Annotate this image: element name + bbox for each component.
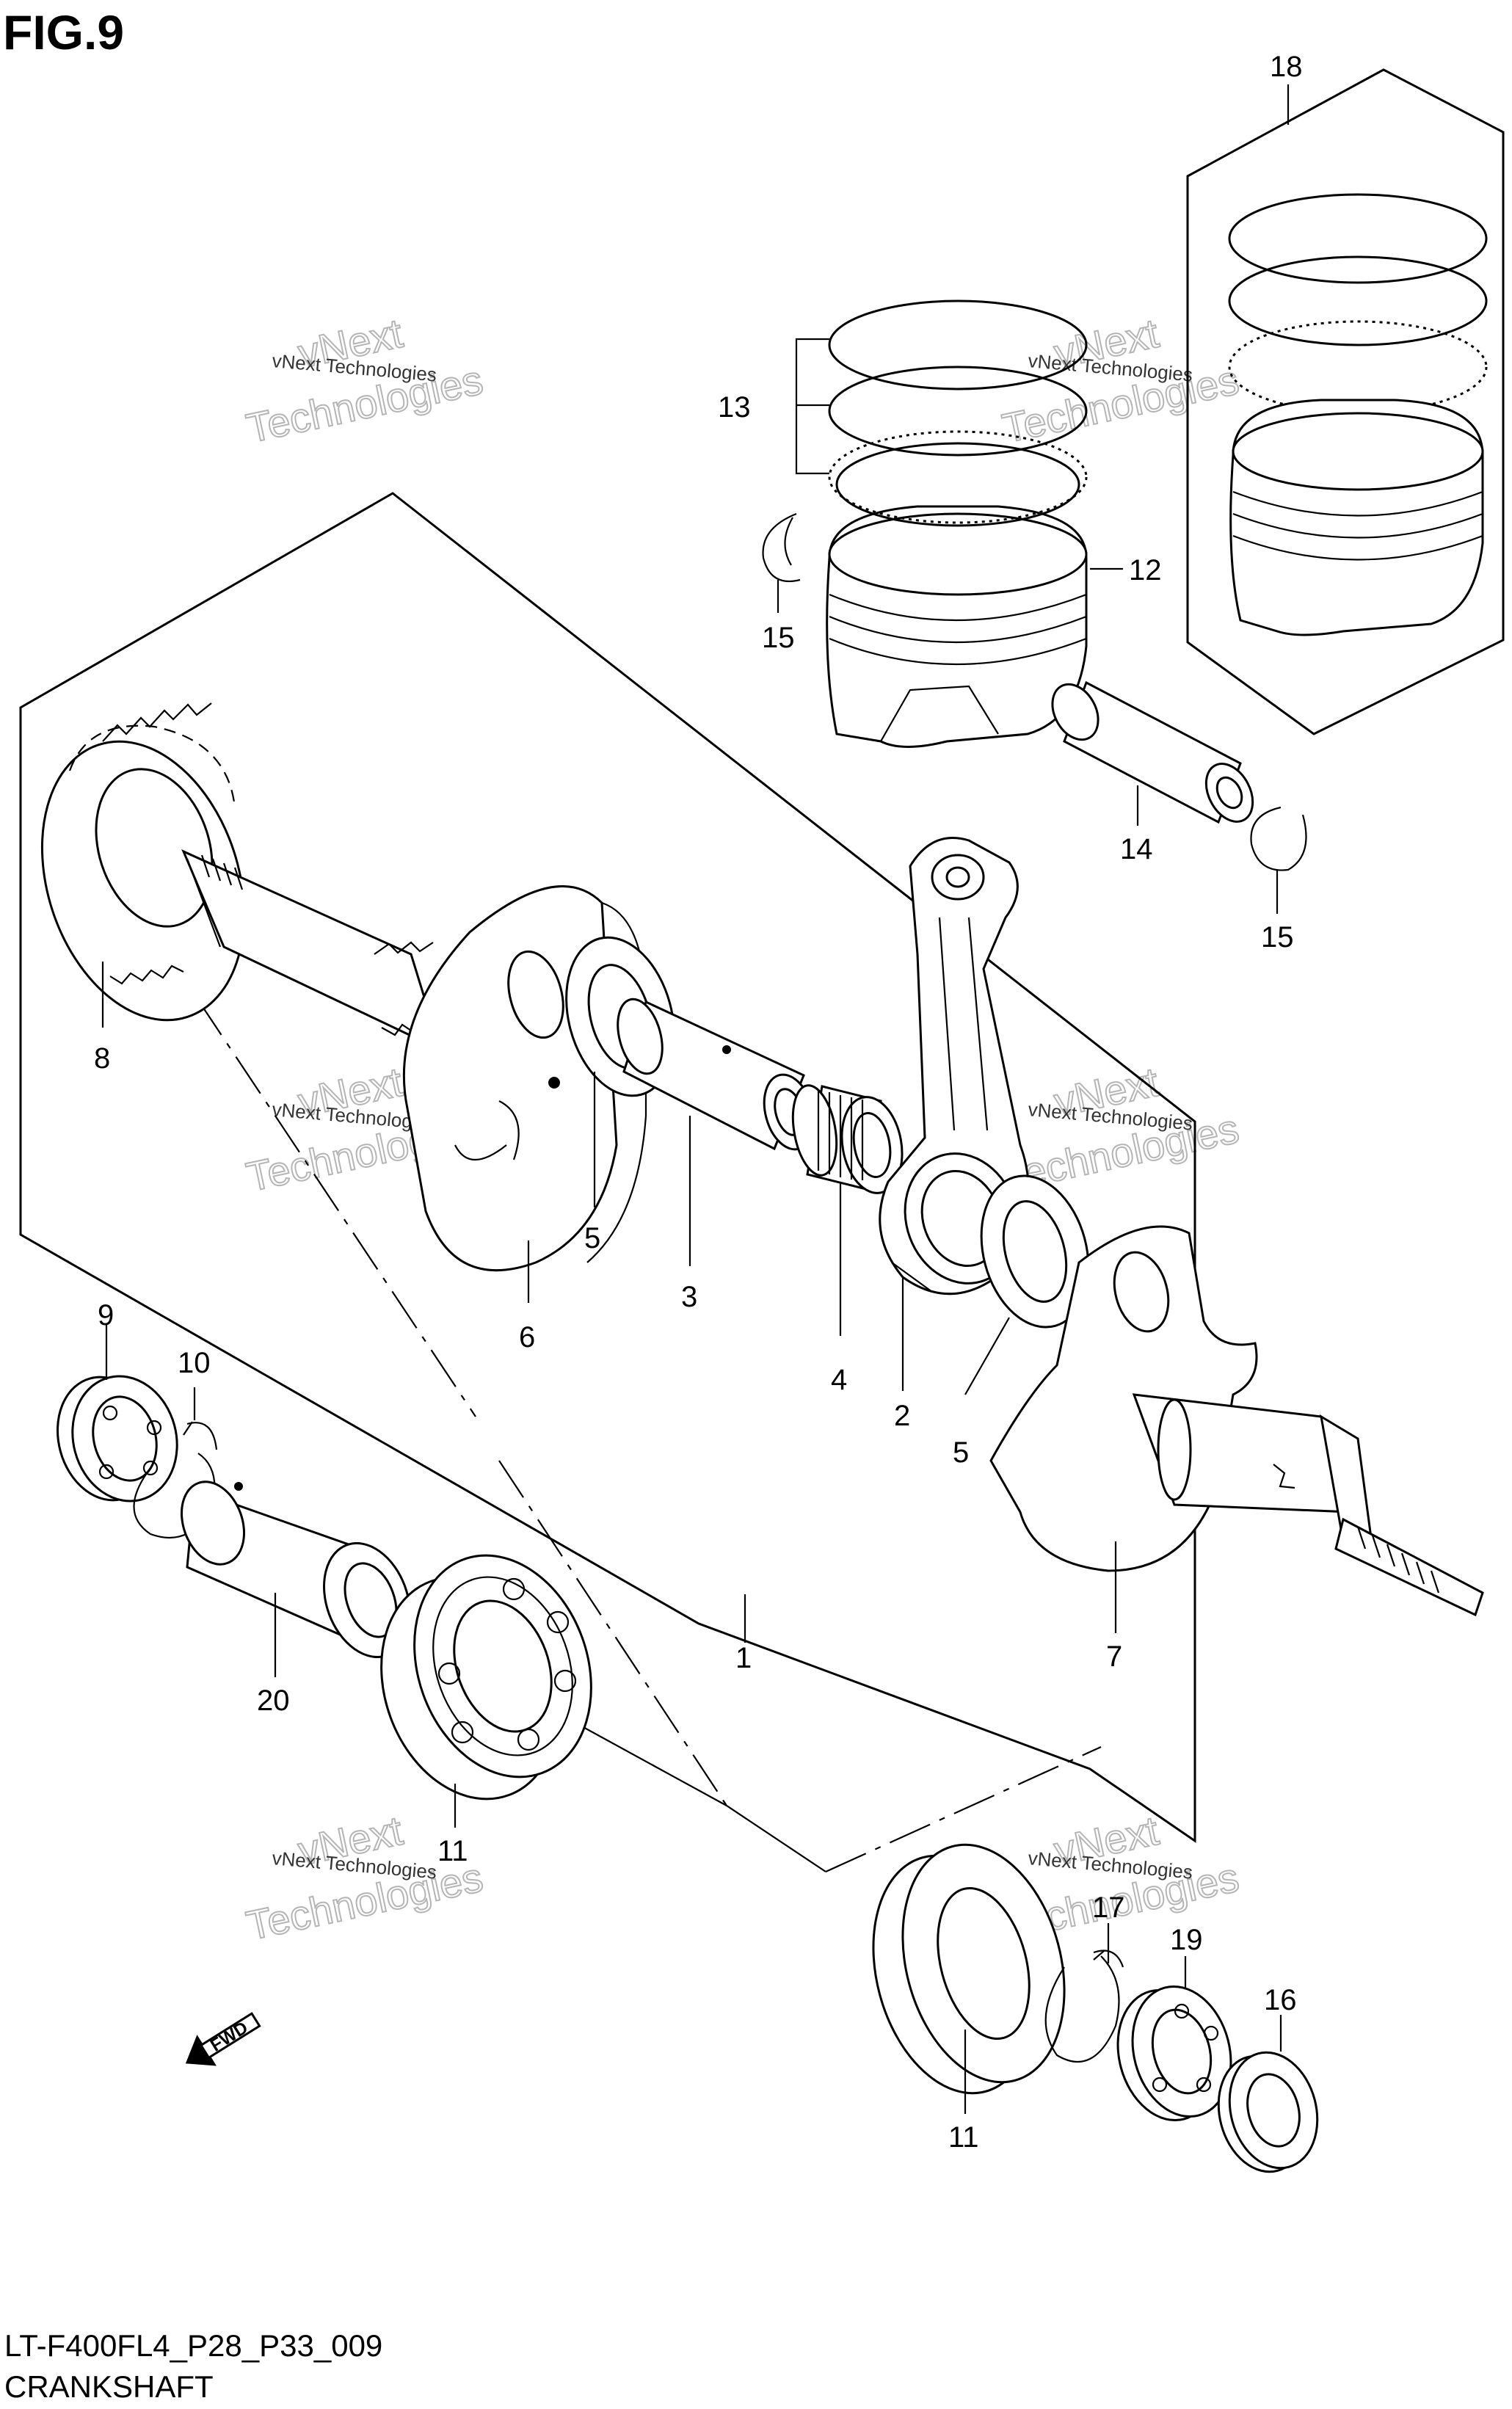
- part-9-ball-bearing: [56, 1375, 178, 1503]
- crankshaft-assembly-frame: [19, 492, 1196, 1843]
- callout-7: 7: [1106, 1640, 1122, 1673]
- callout-labels: 1 2 3 4 5 5 6 7 8 9 10 11 11 12 13 14 15…: [94, 51, 1303, 2154]
- bracket-13: [795, 338, 829, 475]
- piston-set-frame: [1186, 68, 1505, 735]
- part-11-bearing-right: [872, 1843, 1066, 2095]
- part-12-piston: [826, 505, 1088, 748]
- callout-9: 9: [98, 1299, 114, 1331]
- centerline-bearing-box: [572, 1721, 826, 1872]
- part-4-needle-bearing: [791, 1084, 904, 1194]
- callout-11-left: 11: [437, 1835, 468, 1867]
- part-16-oil-seal: [1217, 2051, 1319, 2173]
- callout-20: 20: [257, 1685, 290, 1717]
- callout-11-right: 11: [948, 2121, 979, 2154]
- callout-1: 1: [735, 1642, 752, 1674]
- part-14-piston-pin: [1051, 680, 1254, 824]
- part-6-left-crank-web: [181, 849, 647, 1272]
- part-11-roller-bearing-left: [380, 1554, 592, 1801]
- callout-8: 8: [94, 1042, 110, 1075]
- figure-name: CRANKSHAFT: [4, 2369, 214, 2404]
- callout-12: 12: [1129, 554, 1162, 586]
- part-5-thrust-washer-lower: [980, 1174, 1090, 1329]
- centerline-left: [157, 939, 476, 1417]
- callout-17: 17: [1092, 1892, 1125, 1924]
- callout-16: 16: [1264, 1984, 1297, 2016]
- part-17-circlip: [1044, 1950, 1124, 2063]
- callout-15-right: 15: [1261, 921, 1294, 953]
- callout-3: 3: [681, 1281, 697, 1313]
- figure-title: FIG.9: [3, 5, 125, 59]
- part-8-timing-gear: [40, 702, 246, 1022]
- leader-lines: [101, 84, 1290, 2114]
- callout-14: 14: [1120, 833, 1153, 865]
- callout-4: 4: [831, 1364, 847, 1396]
- part-10-circlip: [133, 1421, 218, 1539]
- callout-5-lower: 5: [953, 1436, 969, 1469]
- callout-15-left: 15: [762, 622, 795, 654]
- watermark-1: vNext Technologies vNext Technologies: [241, 309, 487, 452]
- callout-13: 13: [718, 391, 751, 424]
- figure-code: LT-F400FL4_P28_P33_009: [4, 2328, 383, 2363]
- part-15-piston-pin-circlip-left: [762, 512, 801, 583]
- watermark-5: vNext Technologies vNext Technologies: [241, 1806, 487, 1950]
- fwd-direction-arrow: FWD: [185, 2012, 261, 2066]
- part-13-piston-rings: [828, 299, 1088, 527]
- centerline-right-lower: [825, 1745, 1102, 1873]
- part-15-piston-pin-circlip-right: [1250, 806, 1307, 871]
- callout-10: 10: [178, 1347, 211, 1379]
- callout-6: 6: [519, 1321, 535, 1354]
- callout-2: 2: [894, 1400, 910, 1432]
- part-3-crank-pin: [617, 998, 815, 1151]
- part-19-ball-bearing: [1116, 1985, 1232, 2122]
- part-18-piston-set: [1228, 193, 1488, 636]
- callout-18: 18: [1270, 51, 1303, 83]
- callout-5-upper: 5: [584, 1222, 600, 1254]
- callout-19: 19: [1170, 1924, 1203, 1956]
- watermark-2: vNext Technologies vNext Technologies: [997, 309, 1243, 452]
- part-7-right-crank: [989, 1225, 1484, 1617]
